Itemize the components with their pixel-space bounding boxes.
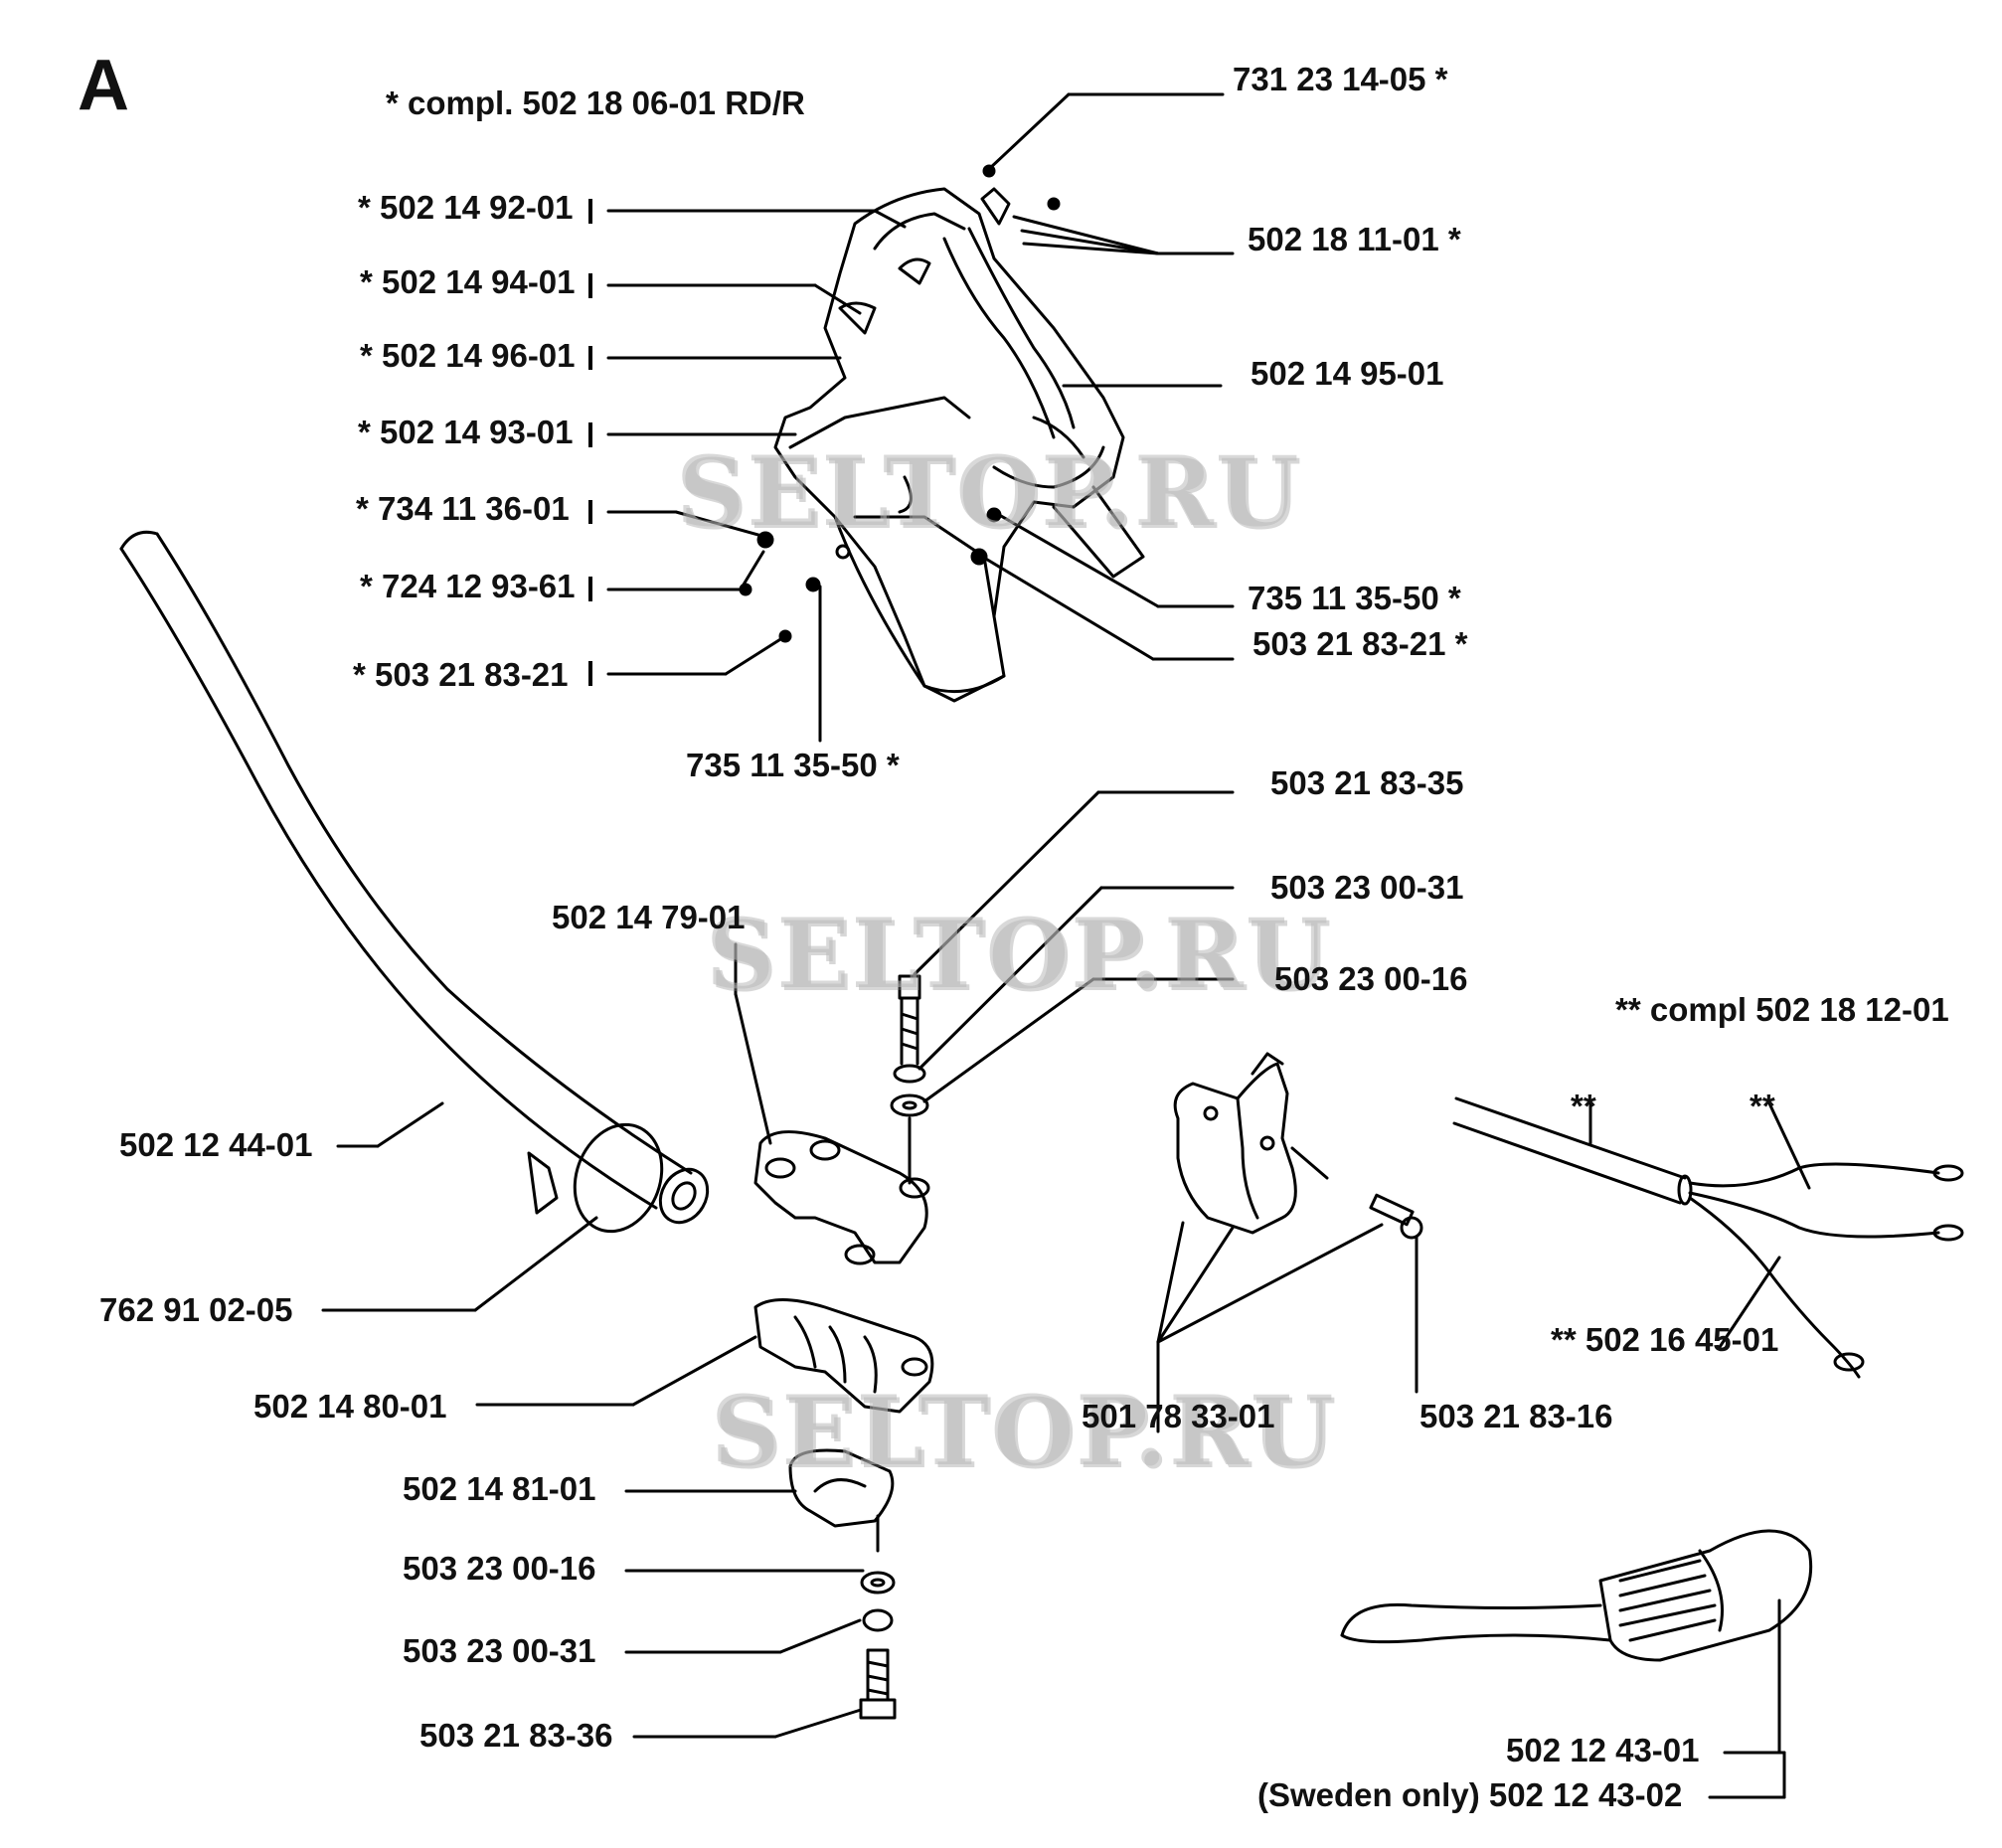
part-label: 503 23 00-31 — [1270, 869, 1464, 906]
part-label: 735 11 35-50 * — [686, 747, 900, 783]
stop-wire-marker-1: ** — [1571, 1088, 1596, 1124]
clamp-assembly — [753, 974, 934, 1720]
part-label: 503 23 00-16 — [403, 1550, 596, 1587]
part-label: 503 21 83-16 — [1419, 1398, 1613, 1434]
part-label: 502 12 44-01 — [119, 1126, 313, 1163]
part-label: 502 14 80-01 — [253, 1388, 447, 1425]
part-label: 731 23 14-05 * — [1233, 61, 1448, 97]
part-label: 503 21 83-21 * — [1252, 625, 1468, 662]
shaft-tube — [119, 530, 710, 1234]
leader-lines-clamp — [475, 790, 1235, 1739]
part-label: 735 11 35-50 * — [1248, 580, 1461, 616]
section-letter: A — [78, 46, 129, 125]
part-label: * 502 14 93-01 — [358, 414, 574, 450]
part-label: * 502 14 96-01 — [360, 337, 576, 374]
bike-handle-grip — [1340, 1529, 1813, 1662]
stop-wire-marker-2: ** — [1750, 1088, 1775, 1124]
harness-bracket — [1173, 1052, 1423, 1240]
stop-wire-complete-note: ** compl 502 18 12-01 — [1615, 991, 1949, 1028]
part-label: 762 91 02-05 — [99, 1291, 293, 1328]
stop-wire — [1452, 1096, 1964, 1379]
complete-assembly-note: * compl. 502 18 06-01 RD/R — [386, 84, 805, 121]
handle-fasteners — [739, 164, 1061, 643]
part-label: 502 14 79-01 — [552, 899, 746, 935]
part-label: 502 14 81-01 — [403, 1470, 596, 1507]
part-label: * 503 21 83-21 — [353, 656, 569, 693]
leader-lines-top — [606, 92, 1235, 743]
part-label: 503 21 83-35 — [1270, 764, 1464, 801]
part-label: 501 78 33-01 — [1082, 1398, 1275, 1434]
throttle-handle-assembly — [773, 187, 1145, 703]
part-label: 503 21 83-36 — [419, 1717, 613, 1754]
part-label: 503 23 00-31 — [403, 1632, 596, 1669]
watermark-top: SELTOP.RU — [676, 435, 1301, 548]
part-label: 502 14 95-01 — [1251, 355, 1444, 392]
part-label: (Sweden only) 502 12 43-02 — [1257, 1776, 1683, 1813]
watermark-middle: SELTOP.RU — [706, 898, 1331, 1010]
part-label: 503 23 00-16 — [1274, 960, 1468, 997]
part-label: * 502 14 92-01 — [358, 189, 574, 226]
part-label: ** 502 16 45-01 — [1551, 1321, 1779, 1358]
part-label: * 734 11 36-01 — [356, 490, 570, 527]
part-label: 502 18 11-01 * — [1248, 221, 1461, 257]
part-label: 502 12 43-01 — [1506, 1732, 1700, 1768]
watermark-bottom: SELTOP.RU — [711, 1375, 1336, 1487]
part-label: * 724 12 93-61 — [360, 568, 576, 604]
part-label: * 502 14 94-01 — [360, 263, 576, 300]
